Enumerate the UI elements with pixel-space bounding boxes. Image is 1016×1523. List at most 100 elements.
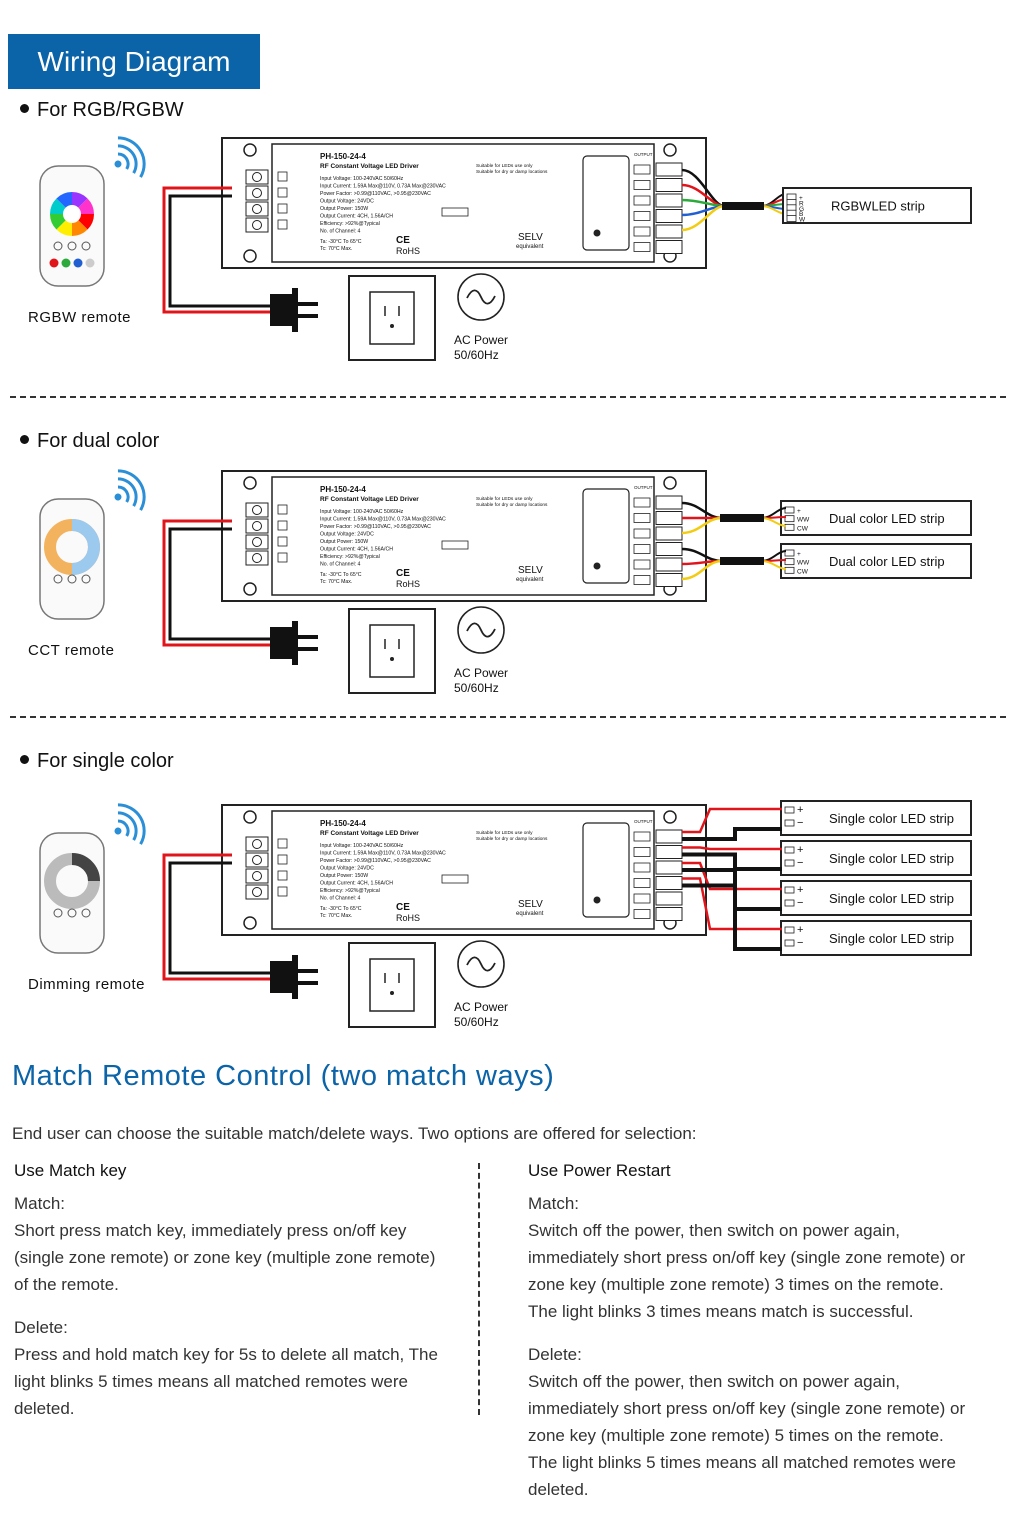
driver-spec: Input Current: 1.59A Max@110V, 0.73A Max… [320,517,446,523]
selv-mark: SELV [518,565,543,576]
selv-sub: equivalent [516,244,544,250]
input-terminal [245,502,269,518]
led-strip-body [780,800,972,836]
driver-spec: Output Power: 150W [320,873,368,879]
driver-suitable: Suitable for LEDs use only [476,830,533,836]
match-text: Short press match key, immediately press… [14,1221,436,1294]
output-terminal [655,495,683,510]
input-terminal [245,518,269,534]
output-terminal [655,526,683,541]
ac-power-label: AC Power [454,666,508,680]
ac-frequency-label: 50/60Hz [454,1015,499,1029]
output-terminal [655,209,683,223]
driver-spec: Output Current: 4CH, 1.56A/CH [320,881,393,887]
selv-mark: SELV [518,899,543,910]
driver-spec: Output Power: 150W [320,206,368,212]
dual-wire [761,517,787,527]
remote-label: CCT remote [28,642,114,659]
driver-temp: Ta: -30°C To 65°C [320,572,362,578]
remote-group: RGBW remote [28,136,146,326]
driver-temp: Ta: -30°C To 65°C [320,239,362,245]
screw-icon [663,810,677,824]
led-strip-body [780,500,972,536]
screw-icon [243,916,257,930]
black-ac-wire [168,527,278,641]
ac-power-label: AC Power [454,333,508,347]
driver-name: RF Constant Voltage LED Driver [320,496,419,503]
selv-mark: SELV [518,232,543,243]
screw-icon [243,143,257,157]
section-label-single: For single color [20,750,174,773]
led-strip-label: Single color LED strip [829,931,954,946]
driver-spec: Output Power: 150W [320,539,368,545]
screw-icon [243,476,257,490]
dimming-switch-icon [441,207,469,217]
output-terminal [655,542,683,556]
wiring-diagram-dual: CCT remote OUTPUT PH-150-24-4 RF Constant V… [28,469,972,695]
driver-spec: No. of Channel: 4 [320,562,360,568]
driver-spec: Power Factor: >0.99@110VAC, >0.95@230VAC [320,524,431,530]
strip-terminal-label: WW [797,560,810,567]
driver-spec: Input Current: 1.59A Max@110V, 0.73A Max… [320,184,446,190]
driver-spec: Output Voltage: 24VDC [320,532,374,538]
strip-terminal-label: + [797,844,803,856]
output-terminal [655,829,683,844]
led-indicator-icon [593,229,601,237]
output-terminal [655,573,683,587]
single-wire-negative [682,827,782,841]
screw-icon [243,582,257,596]
driver-name: RF Constant Voltage LED Driver [320,830,419,837]
strip-terminal-label: + [797,551,801,558]
column-divider [478,1163,480,1415]
ce-mark-icon: CE [396,902,410,913]
output-label: OUTPUT [634,485,653,490]
strip-group: +−Single color LED strip+−Single color L… [780,800,972,956]
driver-spec: Input Current: 1.59A Max@110V, 0.73A Max… [320,851,446,857]
input-terminal [245,217,269,233]
driver-spec: No. of Channel: 4 [320,229,360,235]
driver-suitable: Suitable for LEDs use only [476,496,533,502]
output-module [582,822,630,918]
dual-wire [681,516,723,535]
section-divider [10,716,1006,718]
column-heading: Use Match key [14,1161,127,1180]
driver-suitable: Suitable for dry or damp locations [476,169,548,175]
wireless-signal-icon [114,469,146,511]
led-strip-body [780,840,972,876]
strip-terminal-label: + [799,195,803,202]
driver-model: PH-150-24-4 [320,485,366,494]
dual-wire [761,560,787,570]
single-wire-positive [682,877,782,931]
plug-icon [270,627,298,659]
remote-label: RGBW remote [28,309,131,326]
strip-terminal-label: − [797,937,803,949]
led-strip-label: Dual color LED strip [829,511,945,526]
led-indicator-icon [593,562,601,570]
input-terminal [245,534,269,550]
wire-bundle [720,557,764,565]
driver-suitable: Suitable for dry or damp locations [476,836,548,842]
screw-icon [663,476,677,490]
red-ac-wire [162,519,278,647]
output-terminal [655,193,683,208]
bullet-icon [20,104,29,114]
ac-frequency-label: 50/60Hz [454,348,499,362]
output-terminal [655,178,683,192]
red-ac-wire [162,853,278,981]
strip-terminal-label: − [797,857,803,869]
driver-spec: Output Current: 4CH, 1.56A/CH [320,547,393,553]
match-section-title: Match Remote Control (two match ways) [12,1060,555,1092]
driver-spec: Input Voltage: 100-240VAC 50/60Hz [320,843,404,849]
dimming-switch-icon [441,540,469,550]
driver-name: RF Constant Voltage LED Driver [320,163,419,170]
led-strip-label: Single color LED strip [829,891,954,906]
match-intro: End user can choose the suitable match/d… [12,1124,697,1143]
input-terminal [245,550,269,566]
screw-icon [663,143,677,157]
driver-temp: Ta: -30°C To 65°C [320,906,362,912]
